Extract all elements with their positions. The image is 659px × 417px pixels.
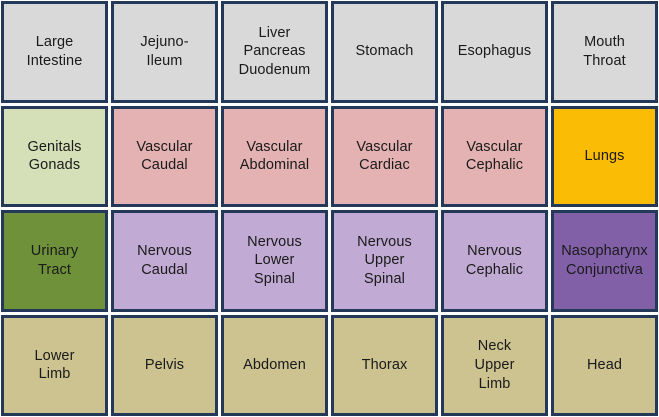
grid-cell-liver-pancreas-duodenum[interactable]: Liver Pancreas Duodenum xyxy=(221,1,328,103)
grid-cell-label: Head xyxy=(586,356,623,373)
grid-cell-label: Thorax xyxy=(361,356,408,373)
grid-cell-vascular-cardiac[interactable]: Vascular Cardiac xyxy=(331,105,438,207)
grid-cell-nervous-cephalic[interactable]: Nervous Cephalic xyxy=(441,210,548,312)
grid-cell-label: Nasopharynx Conjunctiva xyxy=(561,243,648,278)
grid-cell-vascular-caudal[interactable]: Vascular Caudal xyxy=(111,105,218,207)
grid-cell-abdomen[interactable]: Abdomen xyxy=(221,314,328,416)
grid-cell-label: Genitals Gonads xyxy=(27,138,82,174)
grid-cell-lungs[interactable]: Lungs xyxy=(551,105,658,207)
grid-cell-esophagus[interactable]: Esophagus xyxy=(441,1,548,103)
grid-cell-neck-upper-limb[interactable]: Neck Upper Limb xyxy=(441,314,548,416)
grid-cell-label: Esophagus xyxy=(457,43,532,60)
grid-cell-nasopharynx-conjunctiva[interactable]: Nasopharynx Conjunctiva xyxy=(551,210,658,312)
grid-cell-nervous-upper-spinal[interactable]: Nervous Upper Spinal xyxy=(331,210,438,312)
grid-cell-label: Neck Upper Limb xyxy=(474,338,515,392)
grid-cell-thorax[interactable]: Thorax xyxy=(331,314,438,416)
grid-cell-label: Nervous Cephalic xyxy=(465,243,524,278)
grid-cell-label: Vascular Caudal xyxy=(136,138,193,174)
grid-cell-label: Nervous Lower Spinal xyxy=(247,233,302,288)
grid-cell-label: Pelvis xyxy=(144,356,185,373)
grid-cell-label: Stomach xyxy=(355,43,414,60)
grid-cell-label: Mouth Throat xyxy=(583,34,626,69)
grid-cell-label: Vascular Cardiac xyxy=(356,138,413,174)
grid-cell-lower-limb[interactable]: Lower Limb xyxy=(1,314,108,416)
grid-cell-urinary-tract[interactable]: Urinary Tract xyxy=(1,210,108,312)
grid-cell-genitals-gonads[interactable]: Genitals Gonads xyxy=(1,105,108,207)
grid-cell-nervous-caudal[interactable]: Nervous Caudal xyxy=(111,210,218,312)
grid-cell-mouth-throat[interactable]: Mouth Throat xyxy=(551,1,658,103)
grid-cell-stomach[interactable]: Stomach xyxy=(331,1,438,103)
grid-cell-jejuno-ileum[interactable]: Jejuno- Ileum xyxy=(111,1,218,103)
grid-cell-label: Vascular Cephalic xyxy=(465,138,524,174)
grid-cell-large-intestine[interactable]: Large Intestine xyxy=(1,1,108,103)
grid-cell-nervous-lower-spinal[interactable]: Nervous Lower Spinal xyxy=(221,210,328,312)
grid-cell-label: Abdomen xyxy=(243,356,306,373)
grid-cell-label: Vascular Abdominal xyxy=(239,138,310,174)
grid-cell-vascular-cephalic[interactable]: Vascular Cephalic xyxy=(441,105,548,207)
grid-cell-label: Lungs xyxy=(584,147,625,164)
grid-cell-pelvis[interactable]: Pelvis xyxy=(111,314,218,416)
grid-cell-label: Nervous Upper Spinal xyxy=(357,233,412,288)
grid-cell-label: Liver Pancreas Duodenum xyxy=(238,24,311,79)
grid-cell-head[interactable]: Head xyxy=(551,314,658,416)
grid-cell-label: Large Intestine xyxy=(26,34,83,69)
grid-cell-label: Lower Limb xyxy=(34,347,75,383)
grid-cell-label: Nervous Caudal xyxy=(137,243,192,278)
grid-cell-label: Urinary Tract xyxy=(30,243,79,278)
grid-cell-vascular-abdominal[interactable]: Vascular Abdominal xyxy=(221,105,328,207)
grid-cell-label: Jejuno- Ileum xyxy=(140,34,189,69)
